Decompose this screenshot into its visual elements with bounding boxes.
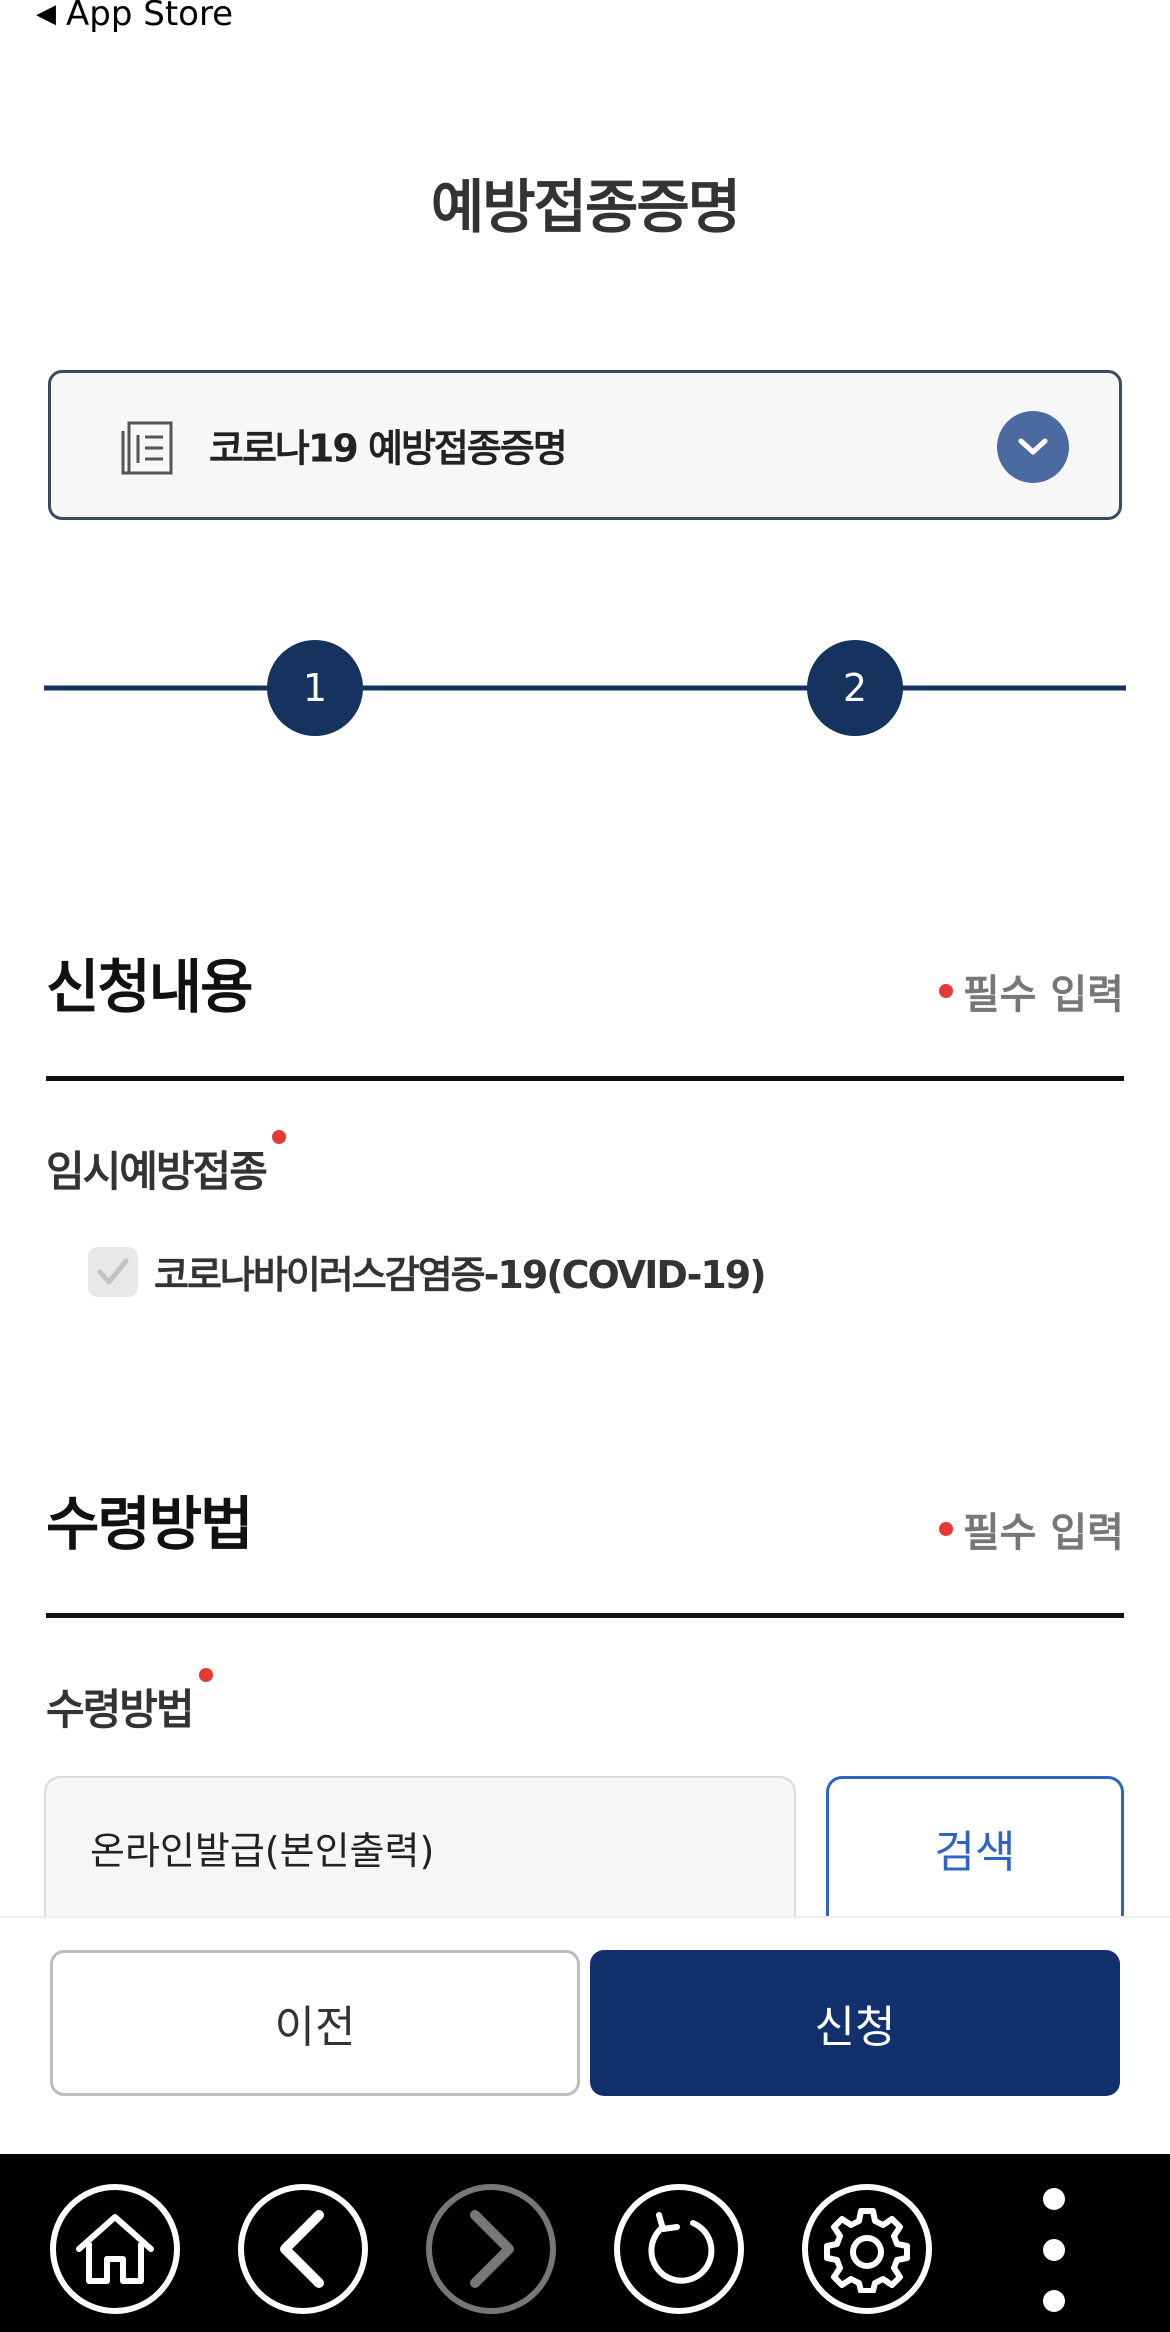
required-label: 필수 입력 bbox=[962, 972, 1124, 1018]
certificate-type-label: 코로나19 예방접종증명 bbox=[209, 426, 568, 471]
section-divider bbox=[46, 1076, 1124, 1081]
prev-button[interactable]: 이전 bbox=[50, 1950, 580, 2096]
gear-icon bbox=[824, 2208, 910, 2293]
refresh-button[interactable] bbox=[614, 2184, 744, 2314]
status-back-to-app-store[interactable]: ◀ App Store bbox=[36, 0, 233, 34]
dropdown-toggle-button[interactable] bbox=[997, 411, 1069, 483]
required-dot bbox=[271, 1130, 286, 1144]
covid19-checkbox-row[interactable]: 코로나바이러스감염증-19(COVID-19) bbox=[88, 1244, 767, 1299]
checkmark-icon bbox=[97, 1258, 129, 1284]
required-dot bbox=[938, 984, 953, 998]
receipt-method-input[interactable]: 온라인발급(본인출력) bbox=[44, 1776, 796, 1926]
application-section-title: 신청내용 bbox=[46, 953, 253, 1021]
vaccination-field-label: 임시예방접종 bbox=[46, 1130, 286, 1199]
vaccination-field-text: 임시예방접종 bbox=[46, 1147, 268, 1196]
more-vertical-icon-dot bbox=[1043, 2239, 1065, 2261]
status-back-label: App Store bbox=[66, 0, 234, 34]
home-icon bbox=[76, 2214, 154, 2284]
receipt-section-title: 수령방법 bbox=[46, 1490, 253, 1558]
chevron-down-icon bbox=[1018, 438, 1048, 455]
forward-arrow-icon bbox=[470, 2210, 514, 2288]
more-vertical-icon bbox=[1043, 2188, 1065, 2210]
step-progress: 1 2 bbox=[44, 638, 1126, 738]
settings-button[interactable] bbox=[802, 2184, 932, 2314]
back-button[interactable] bbox=[238, 2184, 368, 2314]
more-vertical-icon-dot bbox=[1043, 2290, 1065, 2312]
step-2: 2 bbox=[807, 640, 903, 736]
step-1: 1 bbox=[267, 640, 363, 736]
covid19-checkbox[interactable] bbox=[88, 1246, 138, 1297]
browser-toolbar bbox=[0, 2154, 1170, 2332]
more-menu-button[interactable] bbox=[1024, 2188, 1084, 2312]
covid19-checkbox-label: 코로나바이러스감염증-19(COVID-19) bbox=[154, 1253, 767, 1297]
apply-button[interactable]: 신청 bbox=[590, 1950, 1120, 2096]
certificate-type-select[interactable]: 코로나19 예방접종증명 bbox=[48, 370, 1122, 520]
application-required-note: 필수 입력 bbox=[938, 962, 1124, 1020]
receipt-field-text: 수령방법 bbox=[46, 1685, 195, 1734]
section-divider bbox=[46, 1613, 1124, 1618]
step-progress-line bbox=[44, 685, 1126, 691]
required-dot bbox=[198, 1668, 213, 1682]
back-arrow-icon bbox=[280, 2210, 324, 2288]
back-triangle-icon: ◀ bbox=[36, 0, 56, 29]
forward-button[interactable] bbox=[426, 2184, 556, 2314]
bottom-action-bar: 이전 신청 bbox=[0, 1916, 1170, 2154]
search-button[interactable]: 검색 bbox=[826, 1776, 1124, 1926]
required-dot bbox=[938, 1522, 953, 1536]
required-label: 필수 입력 bbox=[962, 1510, 1124, 1556]
refresh-icon bbox=[648, 2212, 715, 2284]
receipt-required-note: 필수 입력 bbox=[938, 1500, 1124, 1558]
document-icon bbox=[121, 421, 173, 475]
page-title: 예방접종증명 bbox=[430, 173, 741, 241]
home-button[interactable] bbox=[50, 2184, 180, 2314]
receipt-field-label: 수령방법 bbox=[46, 1668, 213, 1737]
